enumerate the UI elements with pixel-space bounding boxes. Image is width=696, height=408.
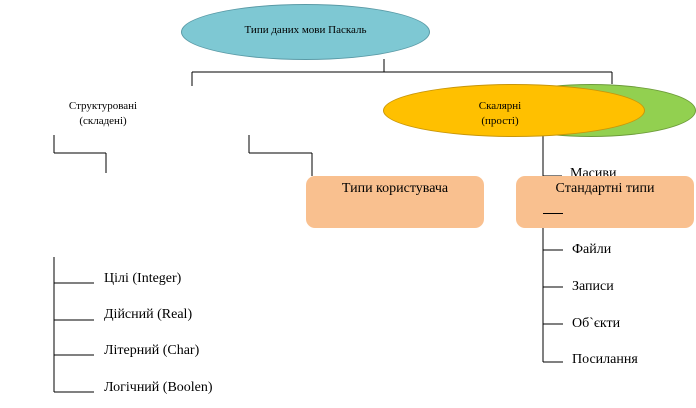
root-label: Типи даних мови Паскаль <box>244 24 367 36</box>
standard-types-node <box>516 176 694 228</box>
structured-item-files: Файли <box>572 242 612 257</box>
user-types-label: Типи користувача <box>341 181 449 196</box>
standard-types-underline <box>543 213 563 214</box>
structured-label-line1: Структуровані <box>68 100 138 112</box>
structured-label-line2: (складені) <box>79 115 127 127</box>
standard-item-real: Дійсний (Real) <box>104 307 193 322</box>
scalar-label-line2: (прості) <box>481 115 519 127</box>
structured-item-records: Записи <box>572 279 614 294</box>
root-node <box>181 4 430 60</box>
standard-item-char: Літерний (Char) <box>104 343 200 358</box>
scalar-node <box>383 84 645 137</box>
standard-types-label: Стандартні типи <box>555 181 655 196</box>
structured-item-objects: Об`єкти <box>572 316 621 331</box>
user-types-node <box>306 176 484 228</box>
standard-item-boolean: Логічний (Boolen) <box>104 380 213 395</box>
scalar-label-line1: Скалярні <box>478 100 522 112</box>
standard-item-integer: Цілі (Integer) <box>104 271 182 286</box>
structured-item-pointers: Посилання <box>572 352 638 367</box>
